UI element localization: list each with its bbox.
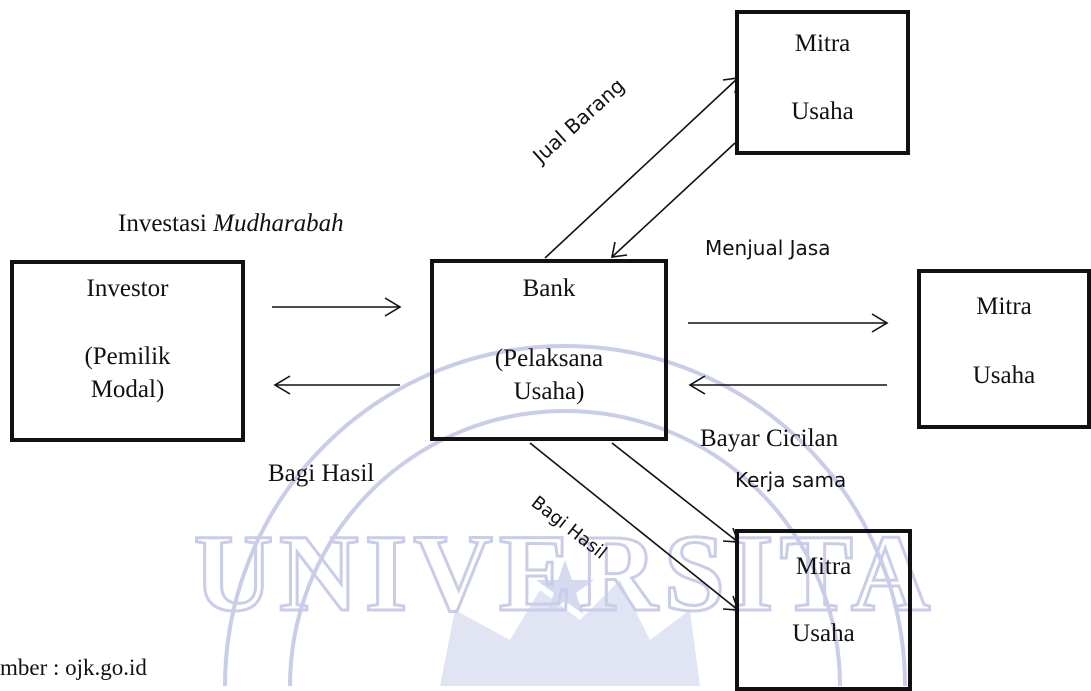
- arrowhead-bayar-cicilan: [688, 375, 706, 395]
- mitra-top-box: [735, 10, 910, 155]
- bank-role-line1: (Pelaksana: [494, 345, 604, 372]
- mitra-mid-box: [917, 269, 1091, 429]
- arrow-jual-barang: [544, 77, 739, 259]
- mitra-mid-line1: Mitra: [976, 293, 1032, 320]
- label-bayar-cicilan: Bayar Cicilan: [700, 425, 839, 452]
- investor-role-line2: Modal): [90, 376, 165, 403]
- title-prefix: Investasi: [118, 210, 214, 237]
- watermark-inner-ring: [288, 409, 842, 686]
- label-menjual-jasa: Menjual Jasa: [705, 236, 831, 260]
- arrow-kerja-sama: [611, 442, 739, 543]
- diagram-title: Investasi Mudharabah: [118, 210, 344, 238]
- label-bagi-hasil-left: Bagi Hasil: [268, 460, 375, 487]
- watermark-emblem: [440, 580, 700, 686]
- watermark-outer-ring: [223, 344, 907, 686]
- arrow-bagi-hasil-diag: [529, 442, 739, 611]
- arrowhead-mitra-top-return: [610, 241, 628, 258]
- investor-role-line1: (Pemilik: [84, 343, 171, 370]
- source-text: mber : ojk.go.id: [0, 655, 147, 680]
- bank-role-line2: Usaha): [513, 378, 585, 405]
- arrowhead-investasi: [384, 297, 402, 317]
- mitra-bottom-line1: Mitra: [795, 553, 852, 580]
- mitra-top-line2: Usaha: [791, 98, 854, 125]
- mitra-mid-line2: Usaha: [972, 362, 1036, 389]
- arrow-mitra-top-return: [611, 142, 736, 258]
- watermark-star-icon: [536, 560, 594, 614]
- bank-name: Bank: [522, 275, 576, 302]
- mitra-bottom-line2: Usaha: [792, 620, 855, 647]
- investor-box: [10, 260, 245, 442]
- investor-name: Investor: [86, 275, 169, 302]
- title-italic: Mudharabah: [213, 210, 344, 237]
- label-kerja-sama: Kerja sama: [735, 468, 847, 492]
- arrowhead-bagi-hasil-left: [273, 375, 291, 395]
- arrowhead-menjual-jasa: [871, 313, 889, 333]
- mitra-top-line1: Mitra: [794, 30, 851, 57]
- bank-box: [430, 259, 668, 441]
